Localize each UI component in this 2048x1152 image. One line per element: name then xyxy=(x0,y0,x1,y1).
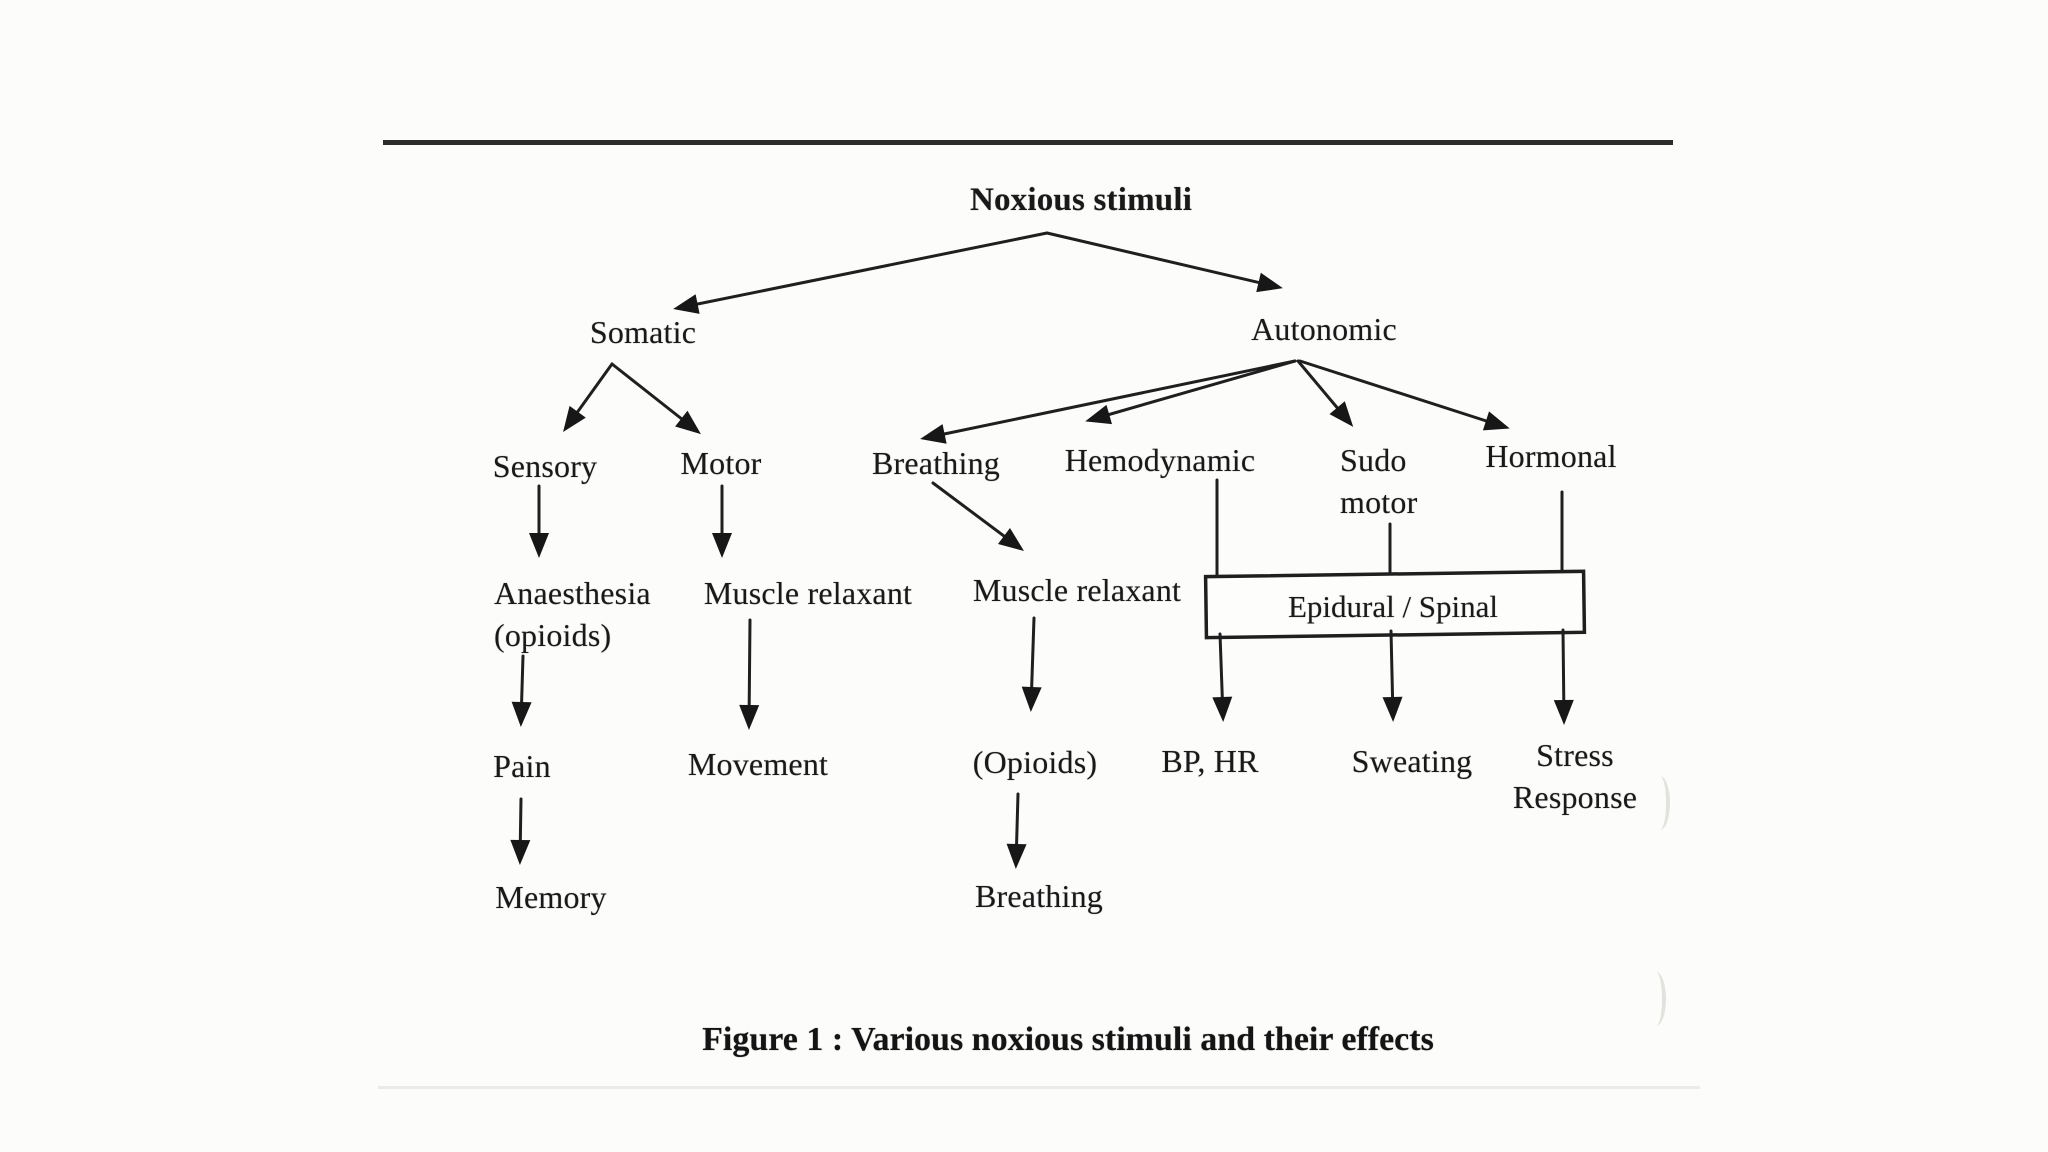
node-stress-response: Stress Response xyxy=(1512,737,1638,815)
edge-autonomic-hemodynamic xyxy=(1085,359,1297,425)
edge-pain-memory xyxy=(510,797,531,865)
edge-musclerelaxant-opioids xyxy=(1021,616,1042,712)
node-epidural-spinal-label: Epidural / Spinal xyxy=(1287,589,1499,624)
node-breathing: Breathing xyxy=(872,445,1000,481)
edge-box-bphr xyxy=(1212,632,1233,722)
edge-noxious-somatic xyxy=(673,231,1049,314)
edge-box-stressresponse xyxy=(1553,628,1574,725)
node-somatic: Somatic xyxy=(589,314,697,350)
node-muscle-relaxant-somatic: Muscle relaxant xyxy=(703,575,913,611)
node-hormonal: Hormonal xyxy=(1485,438,1617,474)
edge-autonomic-breathing xyxy=(920,359,1297,444)
edge-breathing-musclerelaxant xyxy=(931,481,1025,551)
node-noxious-stimuli: Noxious stimuli xyxy=(969,182,1193,218)
node-sensory: Sensory xyxy=(492,448,598,484)
scan-artifact xyxy=(1646,972,1666,1026)
figure-caption: Figure 1 : Various noxious stimuli and t… xyxy=(702,1021,1434,1058)
node-sweating: Sweating xyxy=(1351,743,1473,779)
node-sudo-motor: Sudo motor xyxy=(1340,442,1418,520)
node-motor: Motor xyxy=(680,445,762,481)
scan-artifact xyxy=(1650,776,1670,830)
edge-somatic-motor xyxy=(610,362,701,435)
epidural-spinal-box xyxy=(1203,569,1587,640)
top-rule-divider xyxy=(383,140,1673,145)
edge-box-sweating xyxy=(1382,629,1403,722)
node-opioids: (Opioids) xyxy=(972,744,1098,780)
node-movement: Movement xyxy=(687,746,829,782)
node-autonomic: Autonomic xyxy=(1251,311,1397,347)
edge-somatic-sensory xyxy=(563,362,614,433)
node-bp-hr: BP, HR xyxy=(1161,743,1259,779)
edge-anaesthesia-pain xyxy=(511,654,532,727)
node-muscle-relaxant-breathing: Muscle relaxant xyxy=(972,572,1182,608)
edge-noxious-autonomic xyxy=(1045,231,1283,293)
bottom-rule-divider xyxy=(378,1086,1700,1089)
edge-autonomic-hormonal xyxy=(1298,359,1510,431)
node-breathing-effect: Breathing xyxy=(975,878,1103,914)
node-anaesthesia-opioids: Anaesthesia (opioids) xyxy=(494,575,651,653)
node-memory: Memory xyxy=(495,879,607,915)
edge-autonomic-sudomotor xyxy=(1296,359,1354,427)
node-pain: Pain xyxy=(493,748,551,784)
edge-musclerelaxant-movement xyxy=(739,618,760,730)
node-hemodynamic: Hemodynamic xyxy=(1064,442,1256,478)
edge-opioids-breathing xyxy=(1006,792,1027,869)
